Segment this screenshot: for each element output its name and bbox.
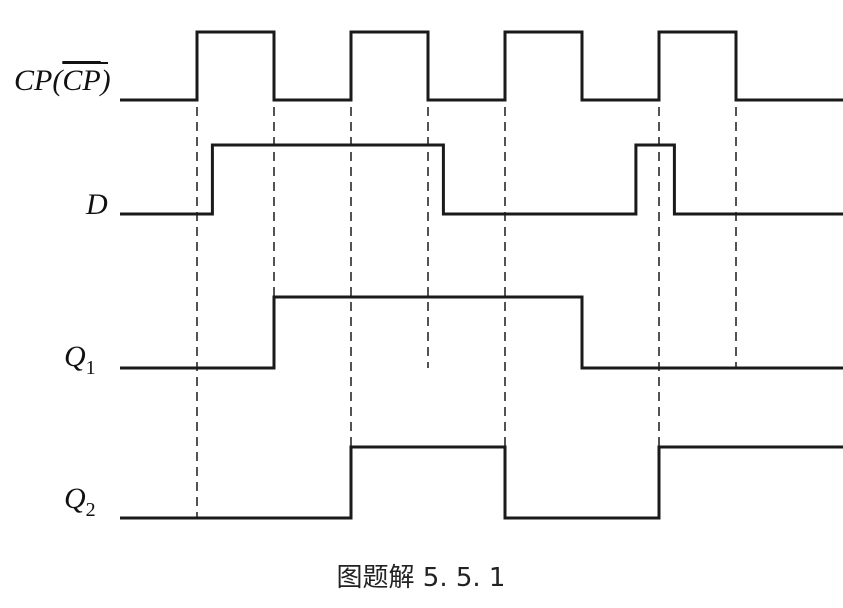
signal-label-cp: CP(CP) [14,64,111,97]
signal-label-q1: Q1 [64,340,96,379]
waveform-q1 [120,295,843,370]
signal-label-cp-overbar: CP [62,64,100,97]
signal-label-d: D [85,188,108,221]
waveform-d [120,143,843,216]
figure-caption: 图题解 5. 5. 1 [337,563,506,593]
waveform-cp [120,30,843,102]
dashed-guides [196,32,737,518]
signal-label-q2: Q2 [64,482,96,521]
waveform-q2 [120,445,843,520]
waveforms [120,30,843,520]
